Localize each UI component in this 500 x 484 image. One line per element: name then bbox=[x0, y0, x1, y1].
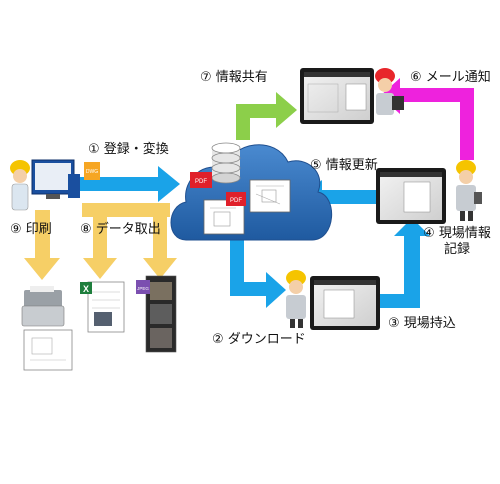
office-worker bbox=[10, 160, 30, 211]
worker-red-helmet bbox=[375, 68, 404, 115]
printed-drawing bbox=[23, 329, 73, 371]
pdf-document-2: PDF bbox=[226, 192, 246, 206]
dwg-badge: DWG bbox=[86, 169, 98, 175]
step-share-label: ⑦ 情報共有 bbox=[200, 70, 268, 85]
pdf-badge-1: PDF bbox=[195, 179, 207, 185]
step-update-label: ⑤ 情報更新 bbox=[310, 158, 378, 173]
pdf-badge-2: PDF bbox=[230, 198, 242, 204]
excel-export-document: X bbox=[80, 281, 125, 333]
database-icon bbox=[211, 142, 241, 184]
step-register-label: ① 登録・変換 bbox=[88, 142, 169, 157]
printer-icon bbox=[21, 286, 65, 327]
step-record-label: ④ 現場情報 記録 bbox=[412, 226, 500, 258]
arrow-download bbox=[230, 240, 286, 308]
cloud-server: PDF PDF bbox=[170, 142, 332, 241]
step-carry-label: ③ 現場持込 bbox=[388, 316, 456, 331]
field-worker-right bbox=[456, 160, 482, 221]
step-mail-label: ⑥ メール通知 bbox=[410, 70, 491, 85]
arrow-export-1 bbox=[83, 217, 117, 279]
tablet-record bbox=[376, 168, 446, 224]
arrow-share bbox=[222, 92, 297, 140]
step-record-label-line1: ④ 現場情報 bbox=[423, 226, 491, 241]
tablet-carry bbox=[310, 276, 380, 330]
field-worker-bottom bbox=[286, 270, 306, 328]
arrow-export-2 bbox=[143, 217, 177, 279]
jpeg-badge: JPEG bbox=[137, 286, 149, 291]
arrow-mail bbox=[380, 78, 474, 160]
arrow-export-horizontal bbox=[82, 203, 170, 217]
pdf-document-1: PDF bbox=[190, 172, 212, 188]
step-export-label: ⑧ データ取出 bbox=[80, 222, 161, 237]
excel-icon bbox=[80, 282, 92, 294]
excel-badge: X bbox=[83, 284, 89, 294]
desktop-computer-icon bbox=[31, 159, 80, 199]
helmet-red-icon bbox=[375, 68, 395, 84]
helmet-yellow-icon bbox=[286, 270, 306, 286]
step-record-label-line2: 記録 bbox=[443, 242, 470, 257]
helmet-yellow-icon bbox=[456, 160, 476, 176]
dwg-file-icon: DWG bbox=[84, 162, 100, 180]
jpeg-export-document: JPEG bbox=[136, 275, 177, 353]
arrow-register bbox=[80, 166, 180, 202]
arrow-print bbox=[24, 210, 60, 280]
step-print-label: ⑨ 印刷 bbox=[10, 222, 52, 237]
step-download-label: ② ダウンロード bbox=[212, 332, 306, 347]
drawing-document-1 bbox=[249, 179, 291, 213]
jpeg-icon bbox=[136, 280, 150, 294]
arrow-carry bbox=[380, 218, 430, 308]
tablet-shared bbox=[300, 68, 374, 124]
